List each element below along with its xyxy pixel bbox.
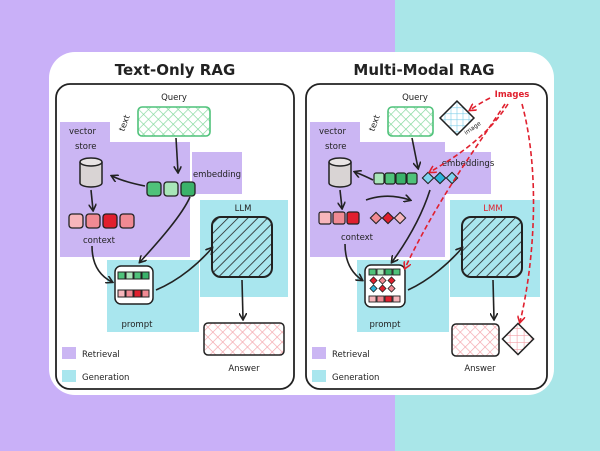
images-arrow-to-embeddings [430,103,509,172]
legend-generation-swatch [62,370,76,382]
database-icon [79,157,103,188]
prompt-contents [117,271,150,298]
multi-modal-frame [305,83,548,390]
multi-modal-title: Multi-Modal RAG [353,61,494,79]
mm-answer-image-box [501,322,535,356]
mm-answer-text-box [451,323,500,357]
mm-embeddings-label: embeddings [442,159,495,169]
embedding-label: embedding [193,170,241,180]
arrow-embedding-to-prompt [140,196,191,262]
retrieval-region [60,122,110,144]
mm-legend-generation-label: Generation [332,373,379,383]
text-label: text [118,113,133,133]
multi-modal-panel: Multi-Modal RAG Query text image Images … [305,61,548,390]
mm-answer-label: Answer [464,364,496,374]
mm-vector-store-label-line1: vector [319,127,346,137]
answer-label: Answer [228,364,260,374]
embedding-vector [146,181,196,197]
legend-retrieval-swatch [62,347,76,359]
query-label: Query [161,93,187,103]
mm-arrow-embeddings-to-prompt [392,189,431,262]
mm-arrow-embeddings-to-store [355,172,374,181]
mm-arrow-context-to-prompt [344,243,362,280]
images-arrow-to-query [470,97,491,110]
mm-arrow-store-curve [365,196,410,200]
arrow-query-to-embedding [176,137,178,172]
mm-legend-retrieval-label: Retrieval [332,350,370,360]
mm-query-label: Query [402,93,428,103]
mm-legend-retrieval-swatch [312,347,326,359]
arrow-store-to-context [91,189,93,210]
mm-arrow-lmm-to-answer [493,279,494,319]
mm-database-icon [328,157,352,188]
lmm-label: LMM [483,204,502,214]
mm-text-label: text [368,113,383,133]
context-vector [68,213,135,229]
images-label: Images [495,90,530,100]
legend-generation-label: Generation [82,373,129,383]
mm-query-text-box [387,106,434,137]
arrow-prompt-to-llm [155,248,212,291]
mm-legend-generation-swatch [312,370,326,382]
vector-store-label-line1: vector [69,127,96,137]
answer-box [203,322,285,356]
arrow-context-to-prompt [91,245,112,282]
mm-vector-store-label-line2: store [325,142,347,152]
retrieval-region [310,122,360,144]
llm-label: LLM [235,204,252,214]
text-only-frame [55,83,295,390]
lmm-block [461,216,523,278]
mm-context-label: context [341,233,374,243]
mm-prompt-label: prompt [370,320,402,330]
text-only-title: Text-Only RAG [115,61,236,79]
retrieval-region [192,152,242,194]
vector-store-label-line2: store [75,142,97,152]
arrow-embedding-to-store [112,176,146,187]
mm-arrow-query-to-embeddings [411,137,418,168]
images-arrow-to-answer [520,103,535,322]
mm-embedding-vector [373,171,459,185]
mm-prompt-contents [368,268,401,303]
legend-retrieval-label: Retrieval [82,350,120,360]
text-only-panel: Text-Only RAG Query text vector store em… [55,61,295,390]
query-box [137,106,211,137]
mm-arrow-store-to-context [340,189,342,208]
arrow-llm-to-answer [242,279,243,319]
mm-query-image-box [438,99,476,137]
images-arrow-to-prompt [405,103,506,268]
prompt-label: prompt [122,320,154,330]
llm-block [211,216,273,278]
context-label: context [83,236,116,246]
retrieval-region [60,142,190,257]
mm-arrow-prompt-to-lmm [407,248,462,291]
mm-context-vector [318,211,407,225]
